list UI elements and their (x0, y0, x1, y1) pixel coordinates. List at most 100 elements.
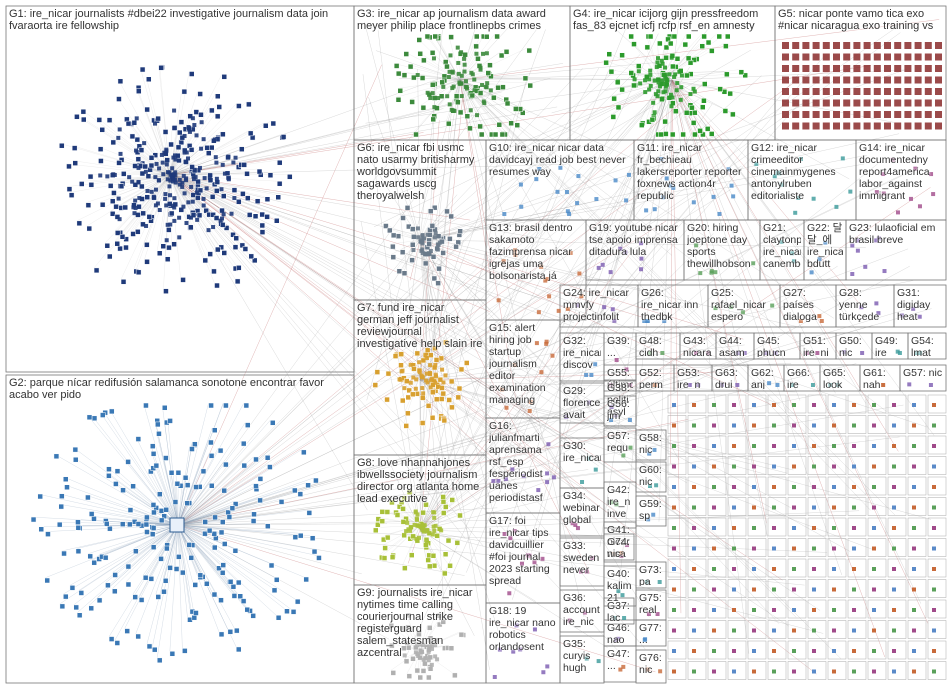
node (487, 63, 492, 68)
node (420, 374, 424, 378)
node (852, 526, 856, 530)
tile-box (748, 641, 766, 659)
node (892, 403, 896, 407)
node (430, 390, 435, 395)
node (215, 177, 219, 181)
edge (420, 176, 560, 530)
node (752, 403, 756, 407)
tile-box (728, 498, 746, 516)
node (500, 387, 504, 391)
node (892, 444, 896, 448)
node (94, 268, 99, 273)
node (620, 87, 625, 92)
node (105, 174, 109, 178)
node (672, 465, 676, 469)
tile-box (888, 539, 906, 557)
node (144, 515, 149, 520)
tile-box (688, 498, 706, 516)
node (38, 494, 43, 499)
group-box-g51 (800, 333, 836, 359)
node (813, 88, 820, 95)
node (672, 526, 676, 530)
node (478, 124, 483, 129)
node (137, 166, 141, 170)
node (932, 424, 936, 428)
node (133, 199, 137, 203)
node (73, 457, 78, 462)
node (187, 542, 192, 547)
node (772, 403, 776, 407)
tile-box (888, 457, 906, 475)
node (679, 98, 683, 102)
node (212, 545, 217, 550)
node (850, 272, 854, 276)
node (853, 54, 860, 61)
node (162, 405, 167, 410)
node (304, 577, 309, 582)
tile-box (828, 539, 846, 557)
node (404, 379, 409, 384)
tile-box (748, 580, 766, 598)
node (912, 424, 916, 428)
node (432, 563, 437, 568)
tile-box (828, 416, 846, 434)
node (904, 77, 911, 84)
node (500, 85, 505, 90)
node (694, 243, 698, 247)
node (168, 193, 172, 197)
node (136, 437, 141, 442)
edge (420, 23, 628, 530)
node (502, 212, 506, 216)
node (593, 362, 597, 366)
node (417, 360, 421, 364)
node (192, 615, 197, 620)
node (507, 591, 511, 595)
node (212, 531, 217, 536)
tile-box (888, 621, 906, 639)
node (653, 110, 657, 114)
node (227, 177, 231, 181)
node (427, 564, 432, 569)
node (242, 463, 247, 468)
node (404, 659, 409, 664)
node (66, 164, 71, 169)
node (539, 265, 543, 269)
node (833, 111, 840, 118)
node (802, 88, 809, 95)
node (198, 573, 203, 578)
node (428, 96, 432, 100)
node (277, 160, 282, 165)
edge (420, 68, 583, 240)
group-box-g73 (636, 562, 666, 588)
node (459, 82, 463, 86)
node (455, 540, 460, 545)
node (813, 54, 820, 61)
node (429, 378, 433, 382)
node (790, 251, 794, 255)
node (832, 629, 836, 633)
node (427, 650, 431, 654)
node (712, 526, 716, 530)
node (312, 549, 317, 554)
node (843, 65, 850, 72)
node (852, 403, 856, 407)
tile-box (828, 600, 846, 618)
node (403, 653, 407, 657)
node (470, 93, 475, 98)
node (629, 34, 634, 39)
node (696, 383, 700, 387)
node (291, 609, 296, 614)
node (658, 669, 662, 673)
node (647, 77, 651, 81)
node (700, 105, 705, 110)
node (54, 454, 59, 459)
node (743, 351, 747, 355)
node (892, 485, 896, 489)
edge (420, 140, 740, 240)
node (401, 215, 406, 220)
node (153, 122, 157, 126)
node (189, 447, 194, 452)
edge (136, 437, 178, 525)
node (681, 132, 686, 137)
node (872, 588, 876, 592)
